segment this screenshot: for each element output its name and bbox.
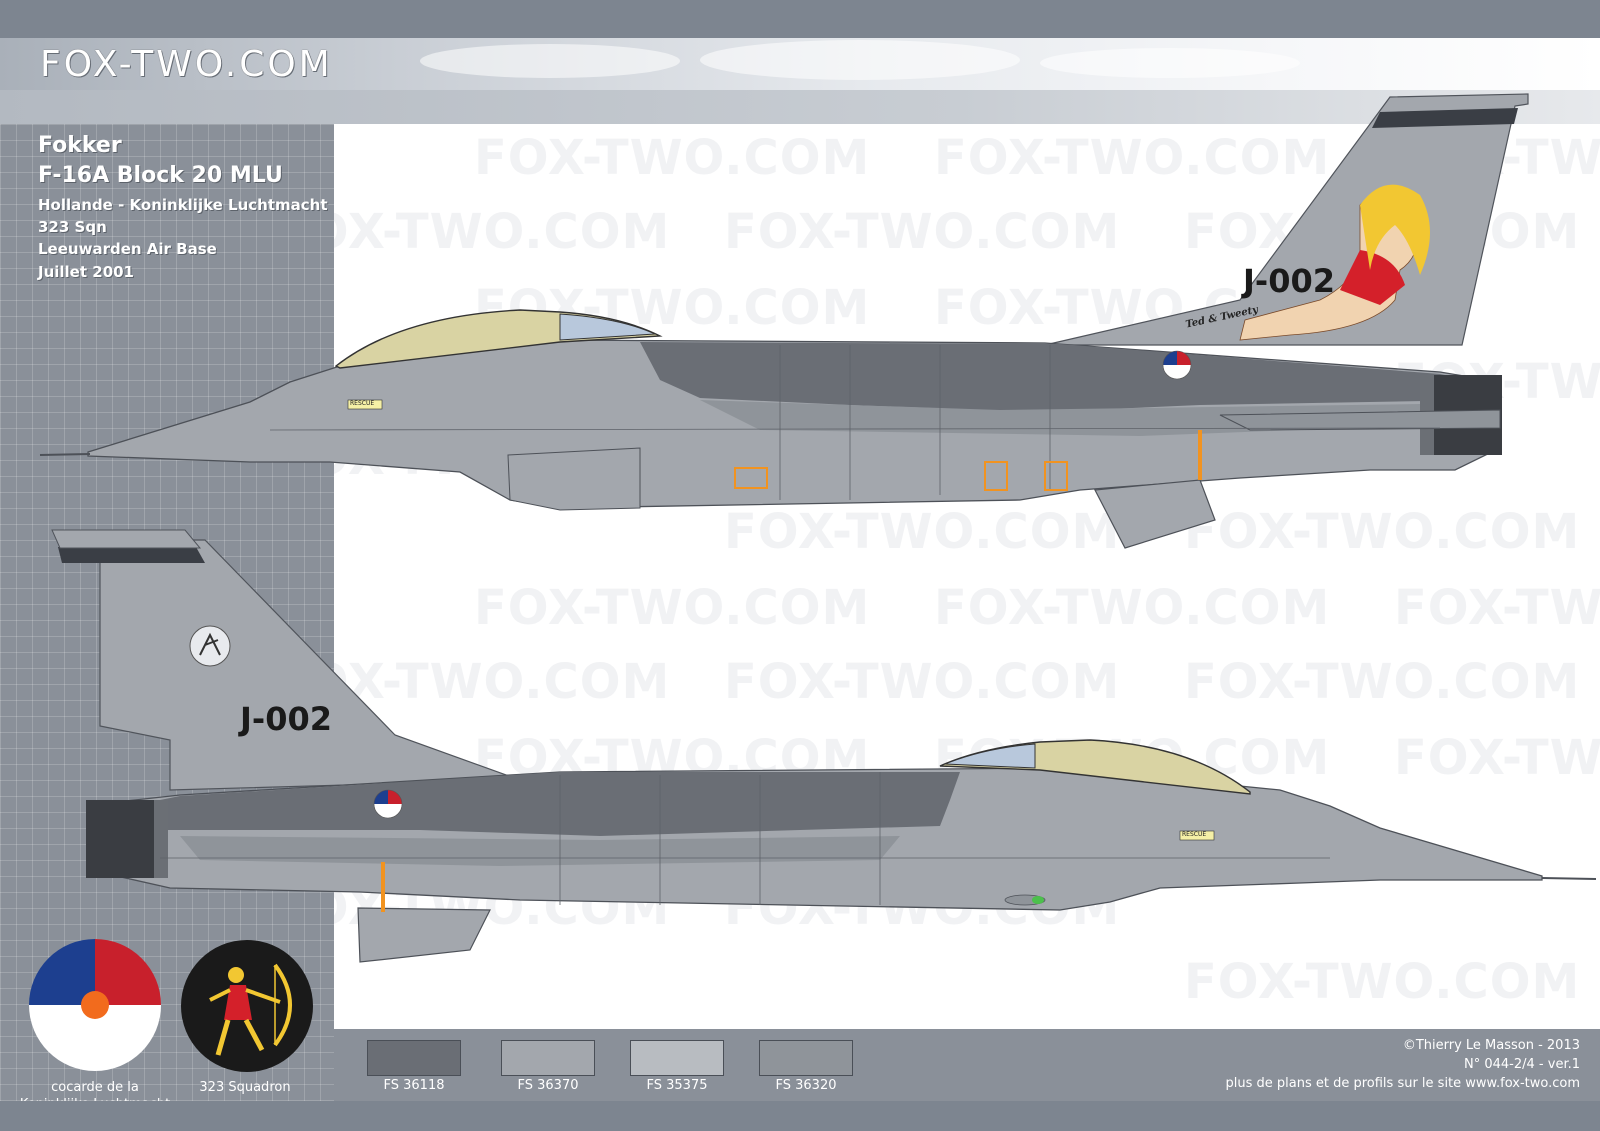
top-bar bbox=[0, 0, 1600, 38]
site-logo[interactable]: FOX-TWO.COM bbox=[40, 44, 333, 85]
watermark: FOX-TWO.COM bbox=[334, 654, 671, 710]
header-banner bbox=[0, 38, 1600, 90]
watermark: FOX-TWO.COM bbox=[474, 580, 871, 636]
watermark: FOX-TWO.COM bbox=[724, 204, 1121, 260]
watermark: FOX-TWO.COM bbox=[474, 130, 871, 186]
swatch-fs36370 bbox=[501, 1040, 595, 1076]
watermark: FOX-TWO.COM bbox=[934, 580, 1331, 636]
top-profile bbox=[39, 93, 1529, 549]
top-fin-checker bbox=[1372, 108, 1518, 128]
aircraft-operator: Hollande - Koninklijke Luchtmacht bbox=[38, 196, 328, 214]
top-tail-fin bbox=[1044, 93, 1529, 346]
top-canopy-glass bbox=[559, 313, 656, 341]
credit-author: ©Thierry Le Masson - 2013 bbox=[1402, 1038, 1580, 1053]
bottom-fin-top bbox=[51, 529, 202, 549]
squadron-badge bbox=[181, 940, 313, 1072]
aircraft-model: F-16A Block 20 MLU bbox=[38, 163, 283, 188]
bottom-roundel bbox=[373, 789, 403, 819]
squadron-caption: 323 Squadron bbox=[199, 1080, 291, 1095]
top-ventral-fin bbox=[1094, 479, 1216, 549]
watermark: FOX-TWO.COM bbox=[1394, 730, 1600, 786]
swatch-fs36118 bbox=[367, 1040, 461, 1076]
swatch-label: FS 36118 bbox=[383, 1078, 445, 1093]
bottom-profile bbox=[51, 529, 1597, 963]
roundel-caption-1: cocarde de la bbox=[51, 1080, 139, 1095]
bottom-dark-camo bbox=[120, 772, 960, 836]
watermark: FOX-TWO.COM bbox=[334, 204, 671, 260]
swatch-label: FS 36320 bbox=[775, 1078, 837, 1093]
bottom-tail-badge bbox=[189, 625, 231, 667]
top-intake bbox=[507, 447, 641, 511]
top-rescue-label: RESCUE bbox=[350, 400, 375, 407]
watermark: FOX-TWO.COM bbox=[724, 654, 1121, 710]
credit-ref: N° 044-2/4 - ver.1 bbox=[1464, 1057, 1580, 1072]
watermark: FOX-TWO.COM bbox=[1184, 654, 1581, 710]
credit-website[interactable]: plus de plans et de profils sur le site … bbox=[1225, 1076, 1581, 1091]
header-band bbox=[0, 90, 1600, 124]
aircraft-unit: 323 Sqn bbox=[38, 218, 107, 236]
bottom-fin-checker bbox=[58, 547, 205, 563]
watermark: FOX-TWO.COM bbox=[1394, 580, 1600, 636]
swatch-label: FS 36370 bbox=[517, 1078, 579, 1093]
watermark: FOX-TWO.COM bbox=[1184, 504, 1581, 560]
swatch-label: FS 35375 bbox=[646, 1078, 708, 1093]
top-roundel bbox=[1162, 350, 1192, 380]
top-serial: J-002 bbox=[1243, 262, 1335, 300]
watermark: FOX-TWO.COM bbox=[1184, 954, 1581, 1010]
top-stabilizer bbox=[1219, 409, 1501, 431]
bottom-rescue-label: RESCUE bbox=[1182, 831, 1207, 838]
roundel-large bbox=[29, 939, 161, 1071]
watermark: FOX-TWO.COM bbox=[724, 504, 1121, 560]
aircraft-maker: Fokker bbox=[38, 133, 122, 158]
watermark: FOX-TWO.COM bbox=[934, 130, 1331, 186]
sidebar-grid bbox=[0, 124, 334, 1101]
swatch-fs35375 bbox=[630, 1040, 724, 1076]
aircraft-date: Juillet 2001 bbox=[38, 263, 134, 281]
bottom-ventral-fin bbox=[357, 907, 491, 963]
bottom-canopy-glass bbox=[944, 743, 1036, 769]
bottom-serial: J-002 bbox=[240, 700, 332, 738]
swatch-fs36320 bbox=[759, 1040, 853, 1076]
top-nose-art bbox=[1239, 184, 1430, 341]
footer-bar bbox=[0, 1101, 1600, 1131]
aircraft-base: Leeuwarden Air Base bbox=[38, 240, 217, 258]
bottom-medium-camo bbox=[180, 836, 900, 866]
